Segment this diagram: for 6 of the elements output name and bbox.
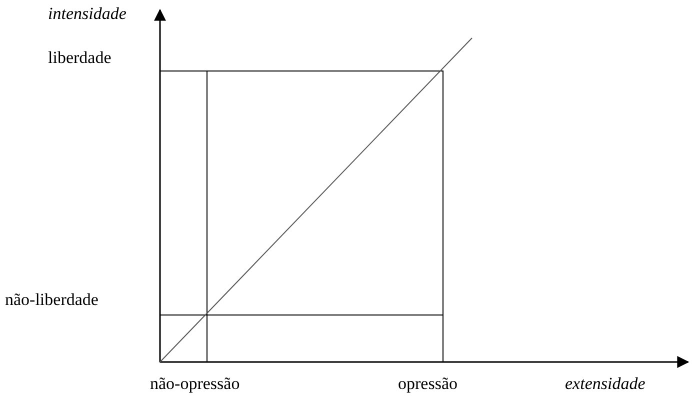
axis-label: extensidade — [565, 374, 646, 394]
axis-label: intensidade — [48, 4, 126, 24]
axis-label: não-liberdade — [5, 290, 98, 310]
axis-label: opressão — [398, 374, 458, 394]
axis-label: não-opressão — [150, 374, 240, 394]
axis-label: liberdade — [48, 48, 112, 68]
